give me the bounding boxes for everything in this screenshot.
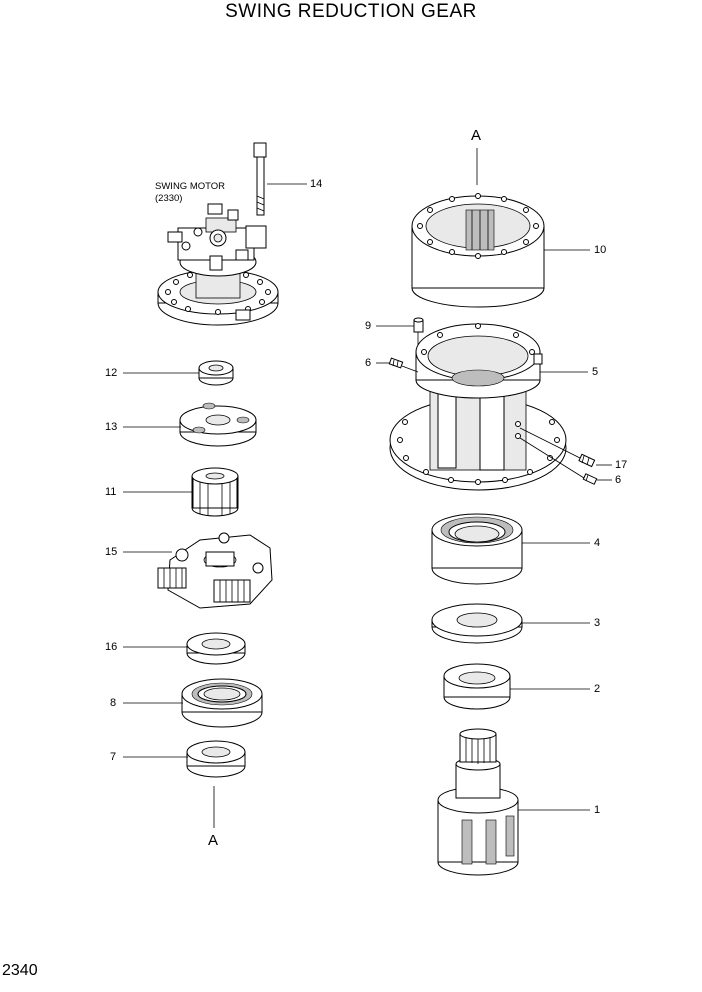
- part-5-housing: [389, 323, 567, 491]
- callout-5[interactable]: 5: [592, 366, 599, 378]
- swing-motor-assembly: [157, 203, 279, 326]
- callout-9[interactable]: 9: [365, 320, 372, 332]
- callout-15[interactable]: 15: [105, 546, 118, 558]
- part-11-sun-gear: [191, 467, 239, 517]
- callout-2[interactable]: 2: [594, 683, 601, 695]
- part-17-plug: [578, 453, 596, 468]
- part-3-washer: [431, 603, 523, 644]
- part-6-plug-right: [582, 473, 598, 485]
- callout-6-left[interactable]: 6: [365, 357, 372, 369]
- callout-6-right[interactable]: 6: [615, 474, 622, 486]
- part-9-pin: [413, 317, 424, 333]
- part-14-bolt: [253, 142, 267, 216]
- connector-label-top: A: [471, 127, 482, 144]
- connector-label-bottom: A: [208, 832, 219, 849]
- part-2-collar: [443, 663, 511, 710]
- part-7-collar: [186, 740, 246, 778]
- callout-11[interactable]: 11: [105, 486, 117, 498]
- ring-gear-bolt-holes: [417, 193, 539, 259]
- page-number: 2340: [2, 962, 38, 979]
- part-12-drive-gear: [198, 360, 234, 386]
- part-4-bearing: [431, 513, 523, 585]
- part-16-thrust-washer: [186, 632, 246, 665]
- swing-motor-label-line1: SWING MOTOR: [155, 181, 226, 192]
- part-13-carrier: [179, 402, 257, 447]
- part-10-ring-gear: [411, 193, 545, 308]
- callout-3[interactable]: 3: [594, 617, 601, 629]
- part-1-pinion-shaft: [437, 728, 519, 876]
- callout-4[interactable]: 4: [594, 537, 601, 549]
- part-6-plug-left: [388, 357, 404, 369]
- callout-16[interactable]: 16: [105, 641, 118, 653]
- callout-8[interactable]: 8: [110, 697, 117, 709]
- part-15-planet-carrier: [157, 532, 273, 609]
- callout-14[interactable]: 14: [310, 178, 323, 190]
- swing-motor-label: SWING MOTOR (2330): [155, 181, 225, 205]
- callout-10[interactable]: 10: [594, 244, 607, 256]
- page-title: SWING REDUCTION GEAR: [225, 1, 477, 22]
- part-8-bearing: [181, 678, 263, 728]
- leader-17: [519, 427, 581, 459]
- leader-6b: [519, 437, 585, 479]
- callout-13[interactable]: 13: [105, 421, 118, 433]
- callout-1[interactable]: 1: [594, 804, 601, 816]
- callout-7[interactable]: 7: [110, 751, 117, 763]
- callout-17[interactable]: 17: [615, 459, 628, 471]
- housing-flange-holes: [397, 419, 560, 485]
- callout-12[interactable]: 12: [105, 367, 118, 379]
- swing-motor-label-line2: (2330): [155, 193, 183, 204]
- leader-6a-housing: [401, 365, 419, 373]
